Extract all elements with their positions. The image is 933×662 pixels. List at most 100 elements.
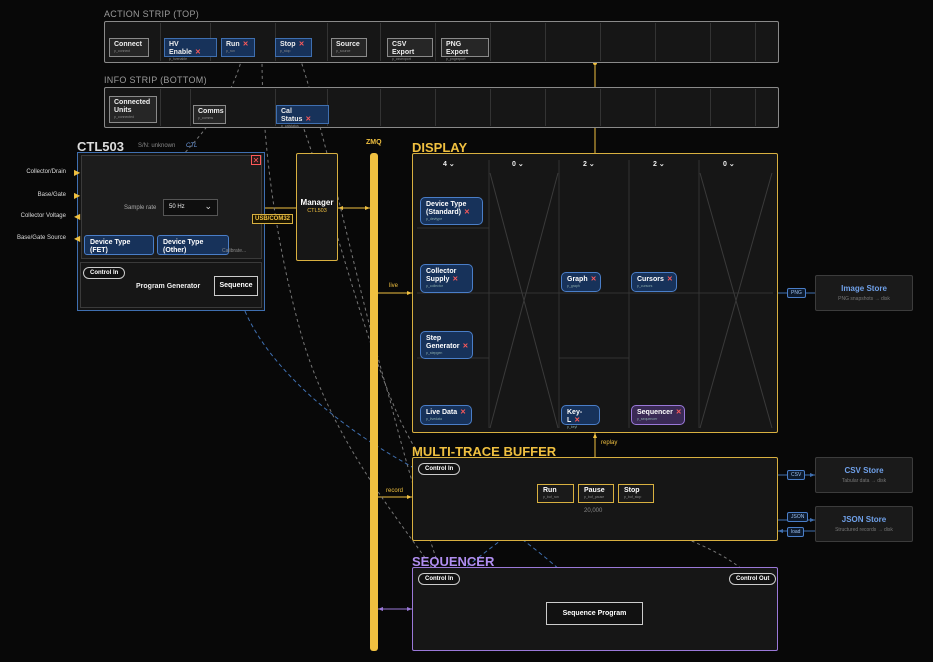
sequencer-control-in[interactable]: Control In: [418, 573, 461, 585]
hv-enable-sub: p_hvenable: [169, 57, 188, 61]
column-count[interactable]: 2 ⌄: [583, 160, 595, 168]
ctl-control-in[interactable]: Control In: [83, 267, 126, 279]
column-count-value: 0: [512, 161, 516, 168]
device-type-standard-node[interactable]: Device Type (Standard)✕ p_devtype: [420, 197, 483, 225]
live-data-node[interactable]: Live Data✕ p_livedata: [420, 405, 472, 425]
port-arrow-icon: ▶: [74, 191, 81, 200]
hv-enable-button[interactable]: HV Enable✕ p_hvenable: [164, 38, 217, 61]
remove-icon[interactable]: ✕: [574, 417, 581, 424]
comms-chip[interactable]: Comms p_comms: [193, 105, 226, 124]
connect-label: Connect: [114, 41, 142, 48]
remove-icon[interactable]: ✕: [305, 116, 312, 123]
node-label: Device Type (Standard): [426, 201, 467, 216]
collector-supply-node[interactable]: Collector Supply✕ p_collector: [420, 264, 473, 293]
chevron-down-icon: ⌄: [517, 161, 524, 168]
png-export-button[interactable]: PNG Export p_pngexport: [441, 38, 489, 61]
zmq-label: ZMQ: [366, 139, 382, 146]
column-count[interactable]: 0 ⌄: [723, 160, 735, 168]
remove-icon[interactable]: ✕: [666, 276, 673, 283]
node-sub: p_collector: [426, 284, 443, 288]
column-count[interactable]: 0 ⌄: [512, 160, 524, 168]
buffer-count: 20,000: [584, 508, 603, 514]
comms-label: Comms: [198, 108, 224, 115]
sample-rate-select[interactable]: 50 Hz ⌄: [163, 199, 218, 216]
key-l-node[interactable]: Key-L✕ p_keyl: [561, 405, 600, 429]
column-count[interactable]: 2 ⌄: [653, 160, 665, 168]
stop-button[interactable]: Stop✕ p_stop: [275, 38, 312, 57]
buffer-run-sub: p_buf_run: [543, 495, 559, 499]
node-label: Graph: [567, 276, 588, 283]
connect-button[interactable]: Connect p_connect: [109, 38, 149, 57]
port-arrow-icon: ◀: [74, 212, 81, 221]
csv-store[interactable]: CSV Store Tabular data → disk: [815, 457, 913, 493]
calibrate-link[interactable]: Calibrate...: [222, 248, 247, 254]
manager-title: Manager: [300, 198, 334, 207]
sequence-program-button[interactable]: Sequence Program: [546, 602, 643, 625]
load-tag: load: [787, 527, 805, 537]
sequencer-control-out[interactable]: Control Out: [729, 573, 777, 585]
cal-status-chip[interactable]: Cal Status✕ p_calstatus: [276, 105, 329, 128]
run-button[interactable]: Run✕ p_run: [221, 38, 255, 57]
remove-icon[interactable]: ✕: [194, 49, 201, 56]
column-count-value: 4: [443, 161, 447, 168]
column-count-value: 2: [583, 161, 587, 168]
live-label: live: [389, 283, 399, 289]
graph-node[interactable]: Graph✕ p_graph: [561, 272, 601, 292]
remove-icon[interactable]: ✕: [298, 41, 305, 48]
display-grid: [417, 160, 773, 429]
hv-enable-label: HV Enable: [169, 41, 192, 56]
cursors-node[interactable]: Cursors✕ p_cursors: [631, 272, 677, 292]
sample-rate-label: Sample rate: [124, 205, 157, 211]
remove-icon[interactable]: ✕: [462, 343, 469, 350]
step-generator-node[interactable]: Step Generator✕ p_stepgen: [420, 331, 473, 359]
action-strip-title: ACTION STRIP (TOP): [104, 9, 200, 19]
csv-export-button[interactable]: CSV Export p_csvexport: [387, 38, 433, 61]
buffer-stop-sub: p_buf_stop: [624, 495, 642, 499]
port-base-gate: Base/Gate: [37, 192, 66, 198]
ctl503-serial: S/N: unknown: [138, 143, 176, 149]
sequencer-node[interactable]: Sequencer✕ p_sequencer: [631, 405, 685, 425]
connected-units-chip[interactable]: Connected Units p_connected: [109, 96, 157, 123]
buffer-stop-button[interactable]: Stop p_buf_stop: [618, 484, 654, 503]
chevron-down-icon: ⌄: [728, 161, 735, 168]
chevron-down-icon: ⌄: [448, 161, 455, 168]
buffer-pause-button[interactable]: Pause p_buf_pause: [578, 484, 614, 503]
png-tag: PNG: [787, 288, 806, 298]
column-count[interactable]: 4 ⌄: [443, 160, 455, 168]
manager-box[interactable]: [296, 153, 338, 261]
node-sub: p_devtype: [426, 217, 443, 221]
node-label: Step Generator: [426, 335, 460, 350]
remove-icon[interactable]: ✕: [590, 276, 597, 283]
close-icon[interactable]: ✕: [251, 155, 261, 165]
remove-icon[interactable]: ✕: [242, 41, 249, 48]
remove-icon[interactable]: ✕: [675, 409, 682, 416]
image-store-sub: PNG snapshots → disk: [838, 296, 890, 302]
comms-sub: p_comms: [198, 116, 214, 120]
remove-icon[interactable]: ✕: [452, 276, 459, 283]
remove-icon[interactable]: ✕: [464, 209, 470, 216]
connect-sub: p_connect: [114, 49, 131, 53]
source-label: Source: [336, 41, 360, 48]
sequence-button[interactable]: Sequence: [214, 276, 258, 296]
node-sub: p_sequencer: [637, 417, 658, 421]
image-store[interactable]: Image Store PNG snapshots → disk: [815, 275, 913, 311]
buffer-control-in[interactable]: Control In: [418, 463, 461, 475]
buffer-run-label: Run: [543, 487, 557, 494]
source-button[interactable]: Source p_source: [331, 38, 367, 57]
sample-rate-value: 50 Hz: [169, 204, 185, 210]
json-store[interactable]: JSON Store Structured records → disk: [815, 506, 913, 542]
chevron-down-icon: ⌄: [588, 161, 595, 168]
node-sub: p_livedata: [426, 417, 442, 421]
node-label: Live Data: [426, 409, 458, 416]
ctl503-title: CTL503: [77, 139, 124, 154]
device-type-other-node[interactable]: Device Type (Other): [157, 235, 229, 255]
buffer-run-button[interactable]: Run p_buf_run: [537, 484, 574, 503]
remove-icon[interactable]: ✕: [460, 409, 466, 416]
node-sub: p_keyl: [567, 425, 578, 429]
buffer-title: MULTI-TRACE BUFFER: [412, 444, 557, 459]
device-type-fet-node[interactable]: Device Type (FET): [84, 235, 154, 255]
run-sub: p_run: [226, 49, 235, 53]
connected-units-sub: p_connected: [114, 115, 135, 119]
node-label: Collector Supply: [426, 268, 457, 283]
chevron-down-icon: ⌄: [204, 201, 212, 211]
